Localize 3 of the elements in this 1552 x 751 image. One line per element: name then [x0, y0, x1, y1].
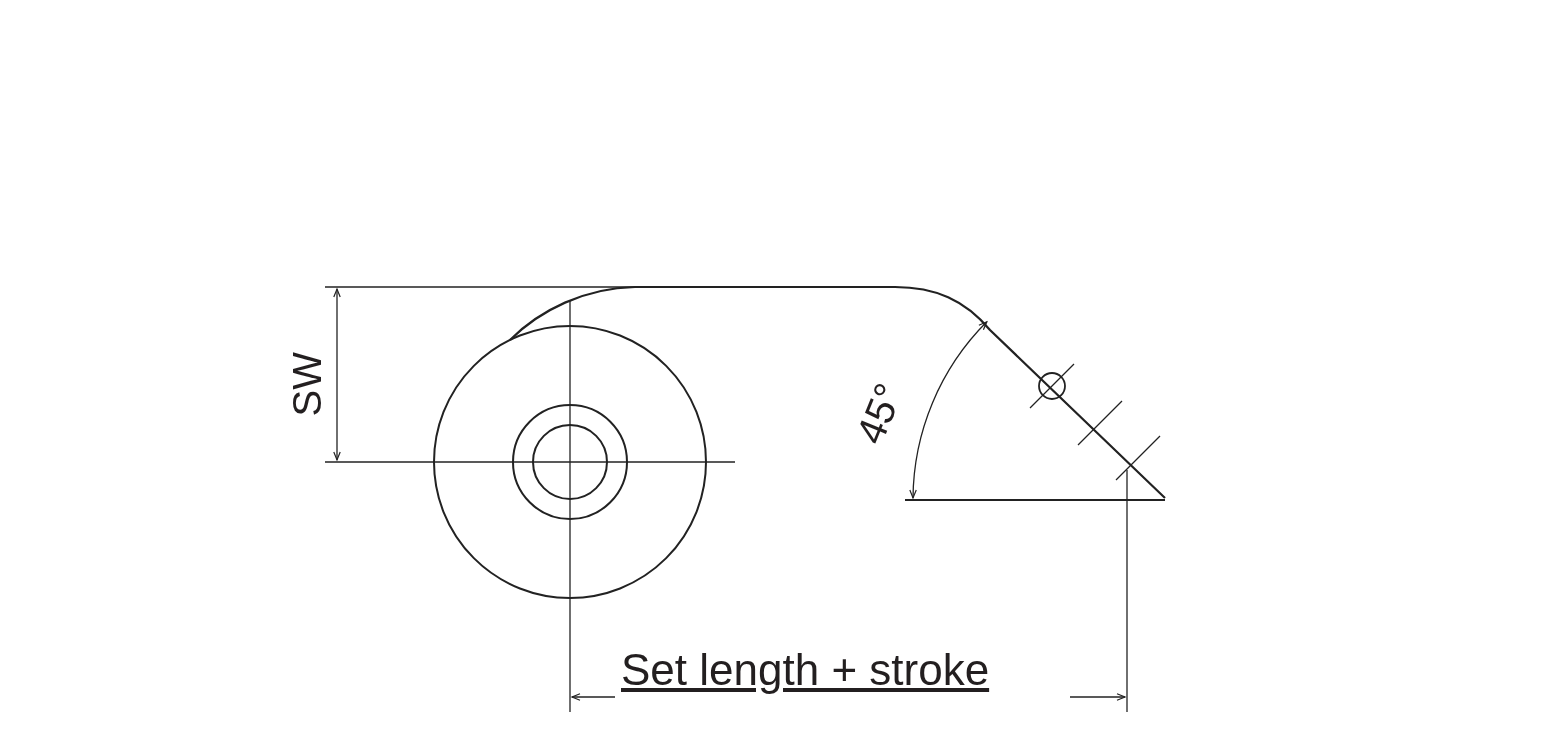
angle-label: 45° [849, 378, 910, 450]
dimension-label: SW [287, 352, 327, 417]
dimension-label: Set length + stroke [621, 648, 990, 692]
